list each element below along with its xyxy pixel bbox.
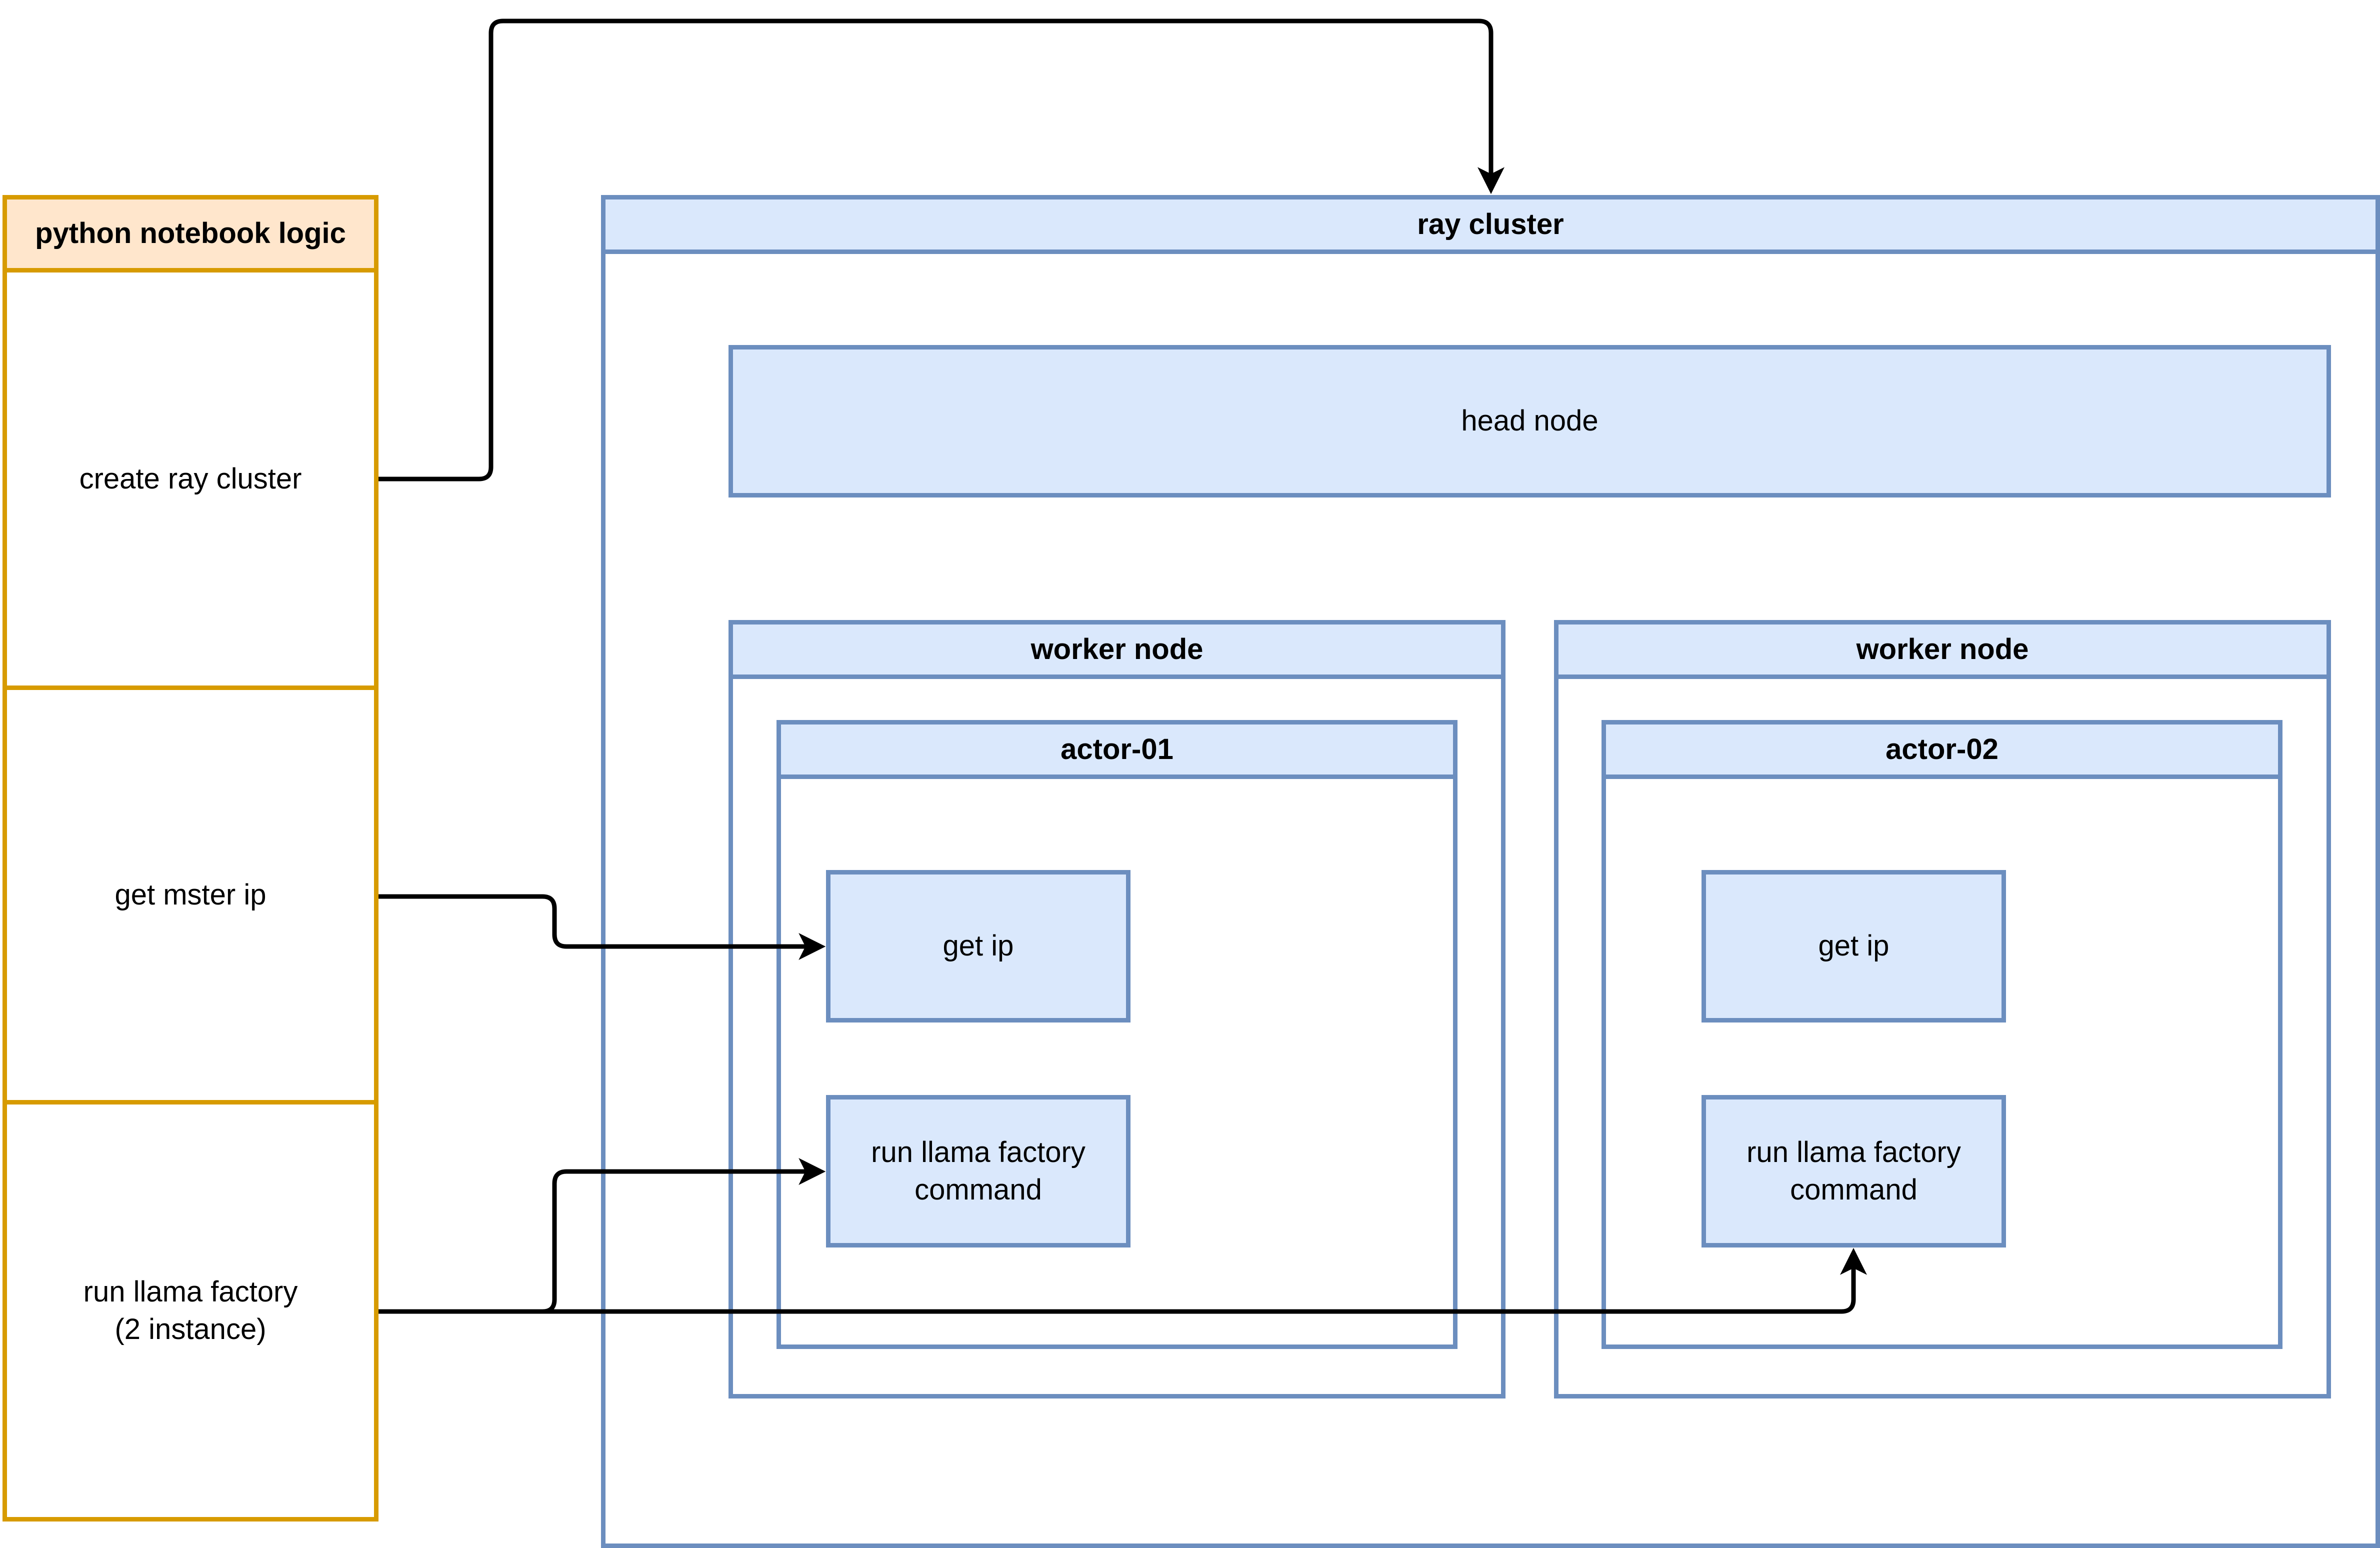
head-node-label: head node bbox=[1461, 404, 1598, 438]
actor-01-title: actor-01 bbox=[1060, 732, 1174, 766]
worker-node-1-header bbox=[728, 620, 1506, 679]
step-label-create-cluster: create ray cluster bbox=[79, 462, 302, 495]
actor-02-get-ip-label: get ip bbox=[1818, 930, 1890, 962]
step-label-run-llama-factory: run llama factory (2 instance) bbox=[83, 1276, 298, 1346]
actor-02 bbox=[1602, 720, 2282, 1349]
worker-node-2-header bbox=[1554, 620, 2331, 679]
actor-01-get-ip bbox=[826, 870, 1130, 1022]
actor-02-get-ip bbox=[1702, 870, 2006, 1022]
worker-node-1-title: worker node bbox=[1030, 632, 1204, 666]
actor-02-run-llama-factory-label: run llama factory command bbox=[1746, 1136, 1961, 1206]
actor-01 bbox=[776, 720, 1458, 1349]
actor-02-title: actor-02 bbox=[1886, 732, 1998, 766]
step-label-get-master-ip: get mster ip bbox=[114, 878, 266, 911]
actor-02-run-llama-factory bbox=[1702, 1095, 2006, 1248]
actor-01-get-ip-label: get ip bbox=[942, 930, 1014, 962]
worker-node-2-title: worker node bbox=[1856, 632, 2029, 666]
ray-cluster-title: ray cluster bbox=[1417, 208, 1564, 240]
actor-01-run-llama-factory bbox=[826, 1095, 1130, 1248]
notebook-title: python notebook logic bbox=[35, 217, 346, 250]
actor-01-run-llama-factory-label: run llama factory command bbox=[871, 1136, 1086, 1206]
actor-01-header bbox=[776, 720, 1458, 779]
notebook-step-run-llama-factory bbox=[2, 1100, 378, 1522]
actor-02-header bbox=[1602, 720, 2282, 779]
